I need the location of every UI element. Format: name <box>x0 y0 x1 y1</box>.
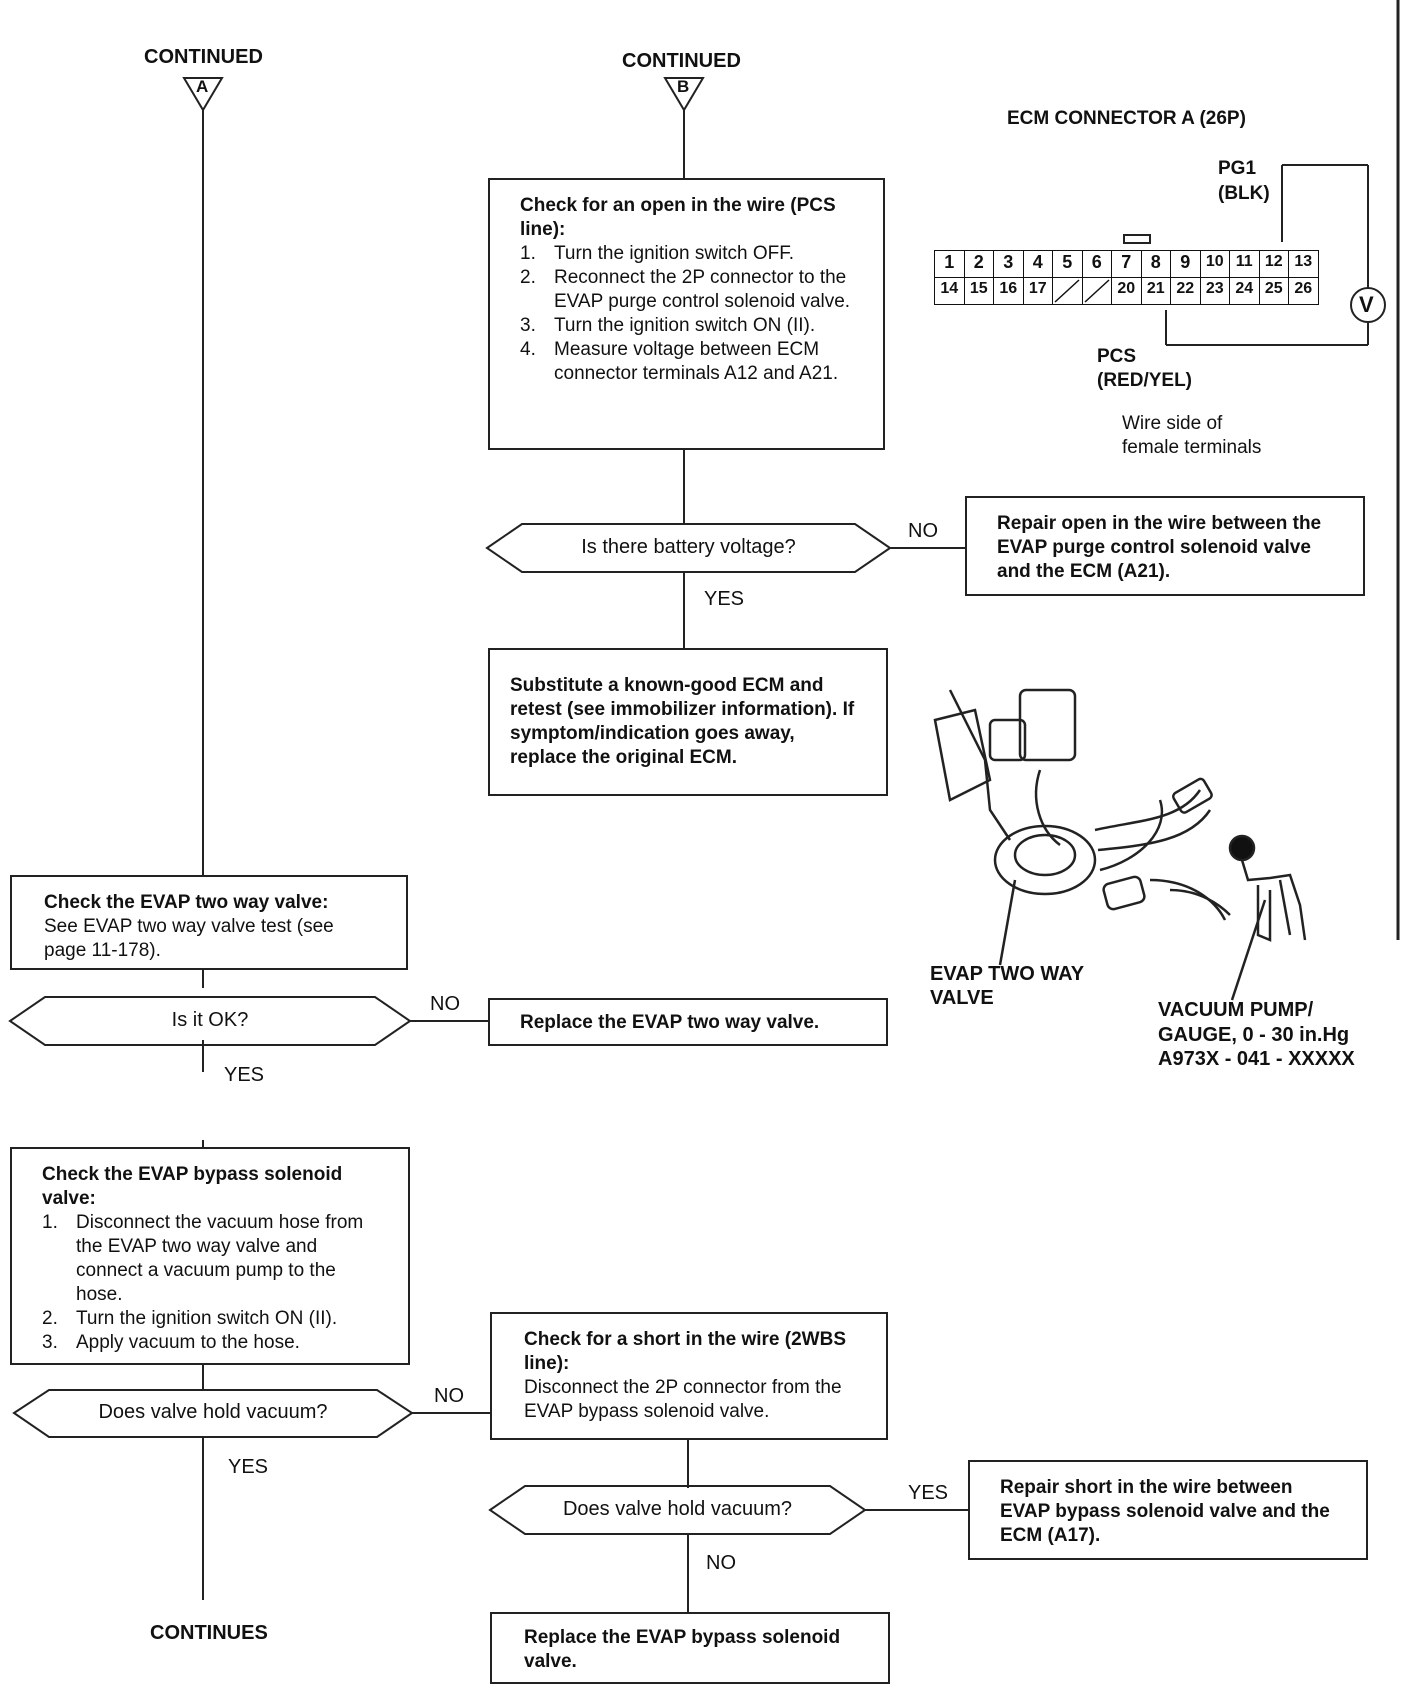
answer-no: NO <box>706 1552 736 1574</box>
ecm-pin: 16 <box>993 277 1024 305</box>
decision-hold-vacuum-2: Does valve hold vacuum? <box>562 1498 792 1520</box>
check-two-way-title: Check the EVAP two way valve: <box>44 892 329 913</box>
step-text: Turn the ignition switch OFF. <box>554 243 795 264</box>
ecm-pin: 23 <box>1199 277 1230 305</box>
answer-yes: YES <box>228 1456 269 1478</box>
answer-yes: YES <box>704 588 745 610</box>
check-bypass-title: Check the EVAP bypass solenoid valve: <box>42 1164 343 1209</box>
pcs-color: (RED/YEL) <box>1097 370 1192 391</box>
continued-a-triangle <box>182 77 224 112</box>
repair-open-box: Repair open in the wire between the EVAP… <box>965 496 1365 596</box>
ecm-pin: 4 <box>1022 250 1053 278</box>
ecm-pin: 10 <box>1199 250 1230 278</box>
ecm-connector-title: ECM CONNECTOR A (26P) <box>1007 108 1246 129</box>
pg1-label: PG1 <box>1218 158 1257 179</box>
decision-battery-voltage: Is there battery voltage? <box>581 536 796 558</box>
repair-short-box: Repair short in the wire between EVAP by… <box>968 1460 1368 1560</box>
evap-valve-illustration <box>933 688 1307 1001</box>
decision-hold-vacuum-1: Does valve hold vacuum? <box>98 1401 328 1423</box>
ecm-pin: 24 <box>1229 277 1260 305</box>
ecm-pin: 13 <box>1288 250 1319 278</box>
voltmeter-icon <box>1350 287 1386 323</box>
decision-is-it-ok: Is it OK? <box>171 1009 249 1031</box>
ecm-pin: 6 <box>1081 250 1112 278</box>
step-text: Turn the ignition switch ON (II). <box>76 1308 338 1329</box>
ecm-pin: 22 <box>1170 277 1201 305</box>
pcs-label: PCS <box>1097 346 1137 367</box>
ecm-pin: 7 <box>1111 250 1142 278</box>
ecm-pin: 26 <box>1288 277 1319 305</box>
continued-b-triangle <box>663 77 705 112</box>
continued-a-label: CONTINUED <box>144 46 263 68</box>
substitute-ecm-box: Substitute a known-good ECM and retest (… <box>488 648 888 796</box>
wire-side-note: Wire side of female terminals <box>1122 413 1262 458</box>
check-open-pcs-title: Check for an open in the wire (PCS line)… <box>520 195 836 240</box>
ecm-pin: 12 <box>1258 250 1289 278</box>
check-bypass-box: Check the EVAP bypass solenoid valve: 1.… <box>10 1147 410 1365</box>
step-text: Apply vacuum to the hose. <box>76 1332 300 1353</box>
check-two-way-text: See EVAP two way valve test (see page 11… <box>44 916 334 961</box>
ecm-pin: 17 <box>1022 277 1053 305</box>
voltmeter-label: V <box>1359 292 1374 317</box>
answer-no: NO <box>434 1385 464 1407</box>
check-open-pcs-box: Check for an open in the wire (PCS line)… <box>488 178 885 450</box>
answer-no: NO <box>908 520 938 542</box>
ecm-pin: 3 <box>993 250 1024 278</box>
vacuum-pump-label: VACUUM PUMP/ GAUGE, 0 - 30 in.Hg A973X -… <box>1158 999 1355 1070</box>
step-text: Measure voltage between ECM connector te… <box>554 339 839 384</box>
step-text: Disconnect the vacuum hose from the EVAP… <box>76 1212 364 1305</box>
step-text: Reconnect the 2P connector to the EVAP p… <box>554 267 851 312</box>
ecm-pin: 9 <box>1170 250 1201 278</box>
ecm-pin-empty <box>1081 277 1112 305</box>
ecm-pin: 14 <box>934 277 965 305</box>
ecm-pin: 15 <box>963 277 994 305</box>
answer-no: NO <box>430 993 460 1015</box>
ecm-pin: 21 <box>1140 277 1171 305</box>
ecm-pin-empty <box>1052 277 1083 305</box>
continues-label: CONTINUES <box>150 1622 268 1644</box>
pg1-color: (BLK) <box>1218 183 1270 204</box>
check-two-way-box: Check the EVAP two way valve: See EVAP t… <box>10 875 408 970</box>
ecm-pin: 25 <box>1258 277 1289 305</box>
replace-bypass-box: Replace the EVAP bypass solenoid valve. <box>490 1612 890 1684</box>
ecm-pin: 2 <box>963 250 994 278</box>
ecm-pin: 5 <box>1052 250 1083 278</box>
ecm-pin: 1 <box>934 250 965 278</box>
check-short-title: Check for a short in the wire (2WBS line… <box>524 1329 846 1374</box>
answer-yes: YES <box>908 1482 949 1504</box>
continued-b-label: CONTINUED <box>622 50 741 72</box>
ecm-pin: 11 <box>1229 250 1260 278</box>
two-way-valve-label: EVAP TWO WAY VALVE <box>930 963 1084 1009</box>
replace-two-way-box: Replace the EVAP two way valve. <box>488 998 888 1046</box>
answer-yes: YES <box>224 1064 265 1086</box>
marker-b: B <box>677 77 690 96</box>
ecm-pin: 8 <box>1140 250 1171 278</box>
ecm-pin: 20 <box>1111 277 1142 305</box>
step-text: Turn the ignition switch ON (II). <box>554 315 816 336</box>
check-short-text: Disconnect the 2P connector from the EVA… <box>524 1377 842 1422</box>
marker-a: A <box>196 77 209 96</box>
check-short-box: Check for a short in the wire (2WBS line… <box>490 1312 888 1440</box>
